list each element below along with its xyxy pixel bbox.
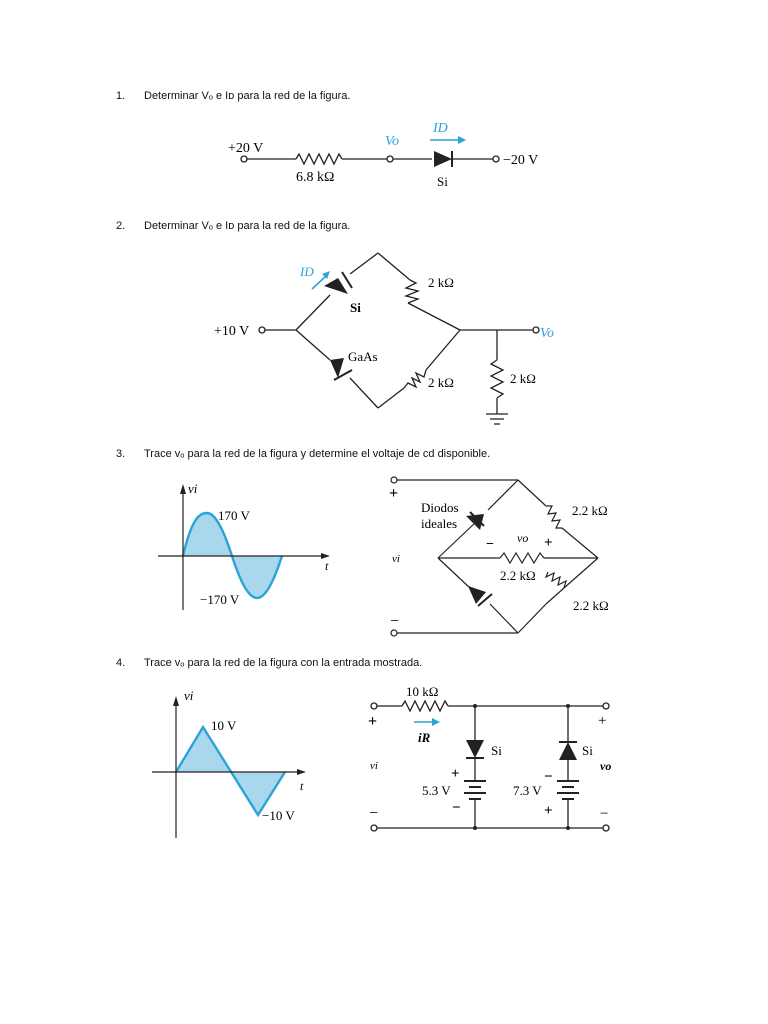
- fig3-vo-plus: +: [544, 535, 553, 551]
- fig3-diodes-label: Diodos: [421, 500, 459, 515]
- fig3-vi-axis-label: vi: [188, 481, 198, 496]
- problem-1: 1.Determinar Vₒ e Iᴅ para la red de la f…: [116, 90, 351, 102]
- fig2-vo-label: Vo: [540, 326, 554, 341]
- fig4-ir-label: iR: [418, 730, 431, 745]
- fig4-minus-out: −: [600, 806, 608, 822]
- fig1-vin-label: +20 V: [228, 141, 263, 156]
- fig4-d2-label: Si: [582, 743, 593, 758]
- fig4-res-label: 10 kΩ: [406, 684, 438, 699]
- fig3-ideal-label: ideales: [421, 516, 457, 531]
- fig4-vi-label: vi: [370, 760, 378, 772]
- fig2-d1-label: Si: [350, 300, 361, 315]
- fig1-vo-label: Vo: [385, 134, 399, 149]
- fig4-b1-label: 5.3 V: [422, 783, 451, 798]
- fig4-d1-label: Si: [491, 743, 502, 758]
- problem-3: 3.Trace vₒ para la red de la figura y de…: [116, 448, 491, 460]
- fig3-peak-pos: 170 V: [218, 508, 251, 523]
- fig3-minus: −: [390, 613, 399, 630]
- fig1-resistor-label: 6.8 kΩ: [296, 170, 334, 185]
- fig4-peak-pos: 10 V: [211, 718, 237, 733]
- fig3-plus: +: [389, 485, 398, 502]
- fig3-r-mid: 2.2 kΩ: [500, 568, 536, 583]
- fig4-vo-label: vo: [600, 759, 611, 773]
- problem-4: 4.Trace vₒ para la red de la figura con …: [116, 657, 423, 669]
- fig3-vo-minus: −: [486, 537, 494, 552]
- fig3-vo-label: vo: [517, 531, 528, 545]
- fig2-d2-label: GaAs: [348, 349, 378, 364]
- fig4-t-label: t: [300, 779, 304, 793]
- fig4-plus-in: +: [368, 713, 377, 730]
- fig2-r3-label: 2 kΩ: [510, 371, 536, 386]
- fig4-peak-neg: −10 V: [262, 808, 295, 823]
- fig1-diode-label: Si: [437, 174, 448, 189]
- fig2-r2-label: 2 kΩ: [428, 375, 454, 390]
- fig4-b1-minus: −: [452, 800, 461, 816]
- fig4-b2-minus: −: [544, 769, 553, 785]
- fig4-b2-label: 7.3 V: [513, 783, 542, 798]
- fig3-peak-neg: −170 V: [200, 592, 240, 607]
- fig4-b2-plus: +: [544, 803, 553, 819]
- fig4-vi-axis-label: vi: [184, 688, 194, 703]
- fig2-vin-label: +10 V: [214, 324, 249, 339]
- fig4-plus-out: +: [598, 713, 606, 729]
- fig2-id-label: ID: [299, 264, 314, 279]
- problem-2: 2.Determinar Vₒ e Iᴅ para la red de la f…: [116, 220, 351, 232]
- fig1-vout-label: −20 V: [503, 153, 538, 168]
- fig3-vi-label: vi: [392, 553, 400, 565]
- fig1-id-label: ID: [432, 121, 448, 136]
- fig4-minus-in: −: [369, 805, 378, 822]
- fig2-r1-label: 2 kΩ: [428, 275, 454, 290]
- fig4-b1-plus: +: [451, 766, 460, 782]
- fig3-r-bot: 2.2 kΩ: [573, 598, 609, 613]
- fig3-t-label: t: [325, 559, 329, 573]
- fig3-r-top: 2.2 kΩ: [572, 503, 608, 518]
